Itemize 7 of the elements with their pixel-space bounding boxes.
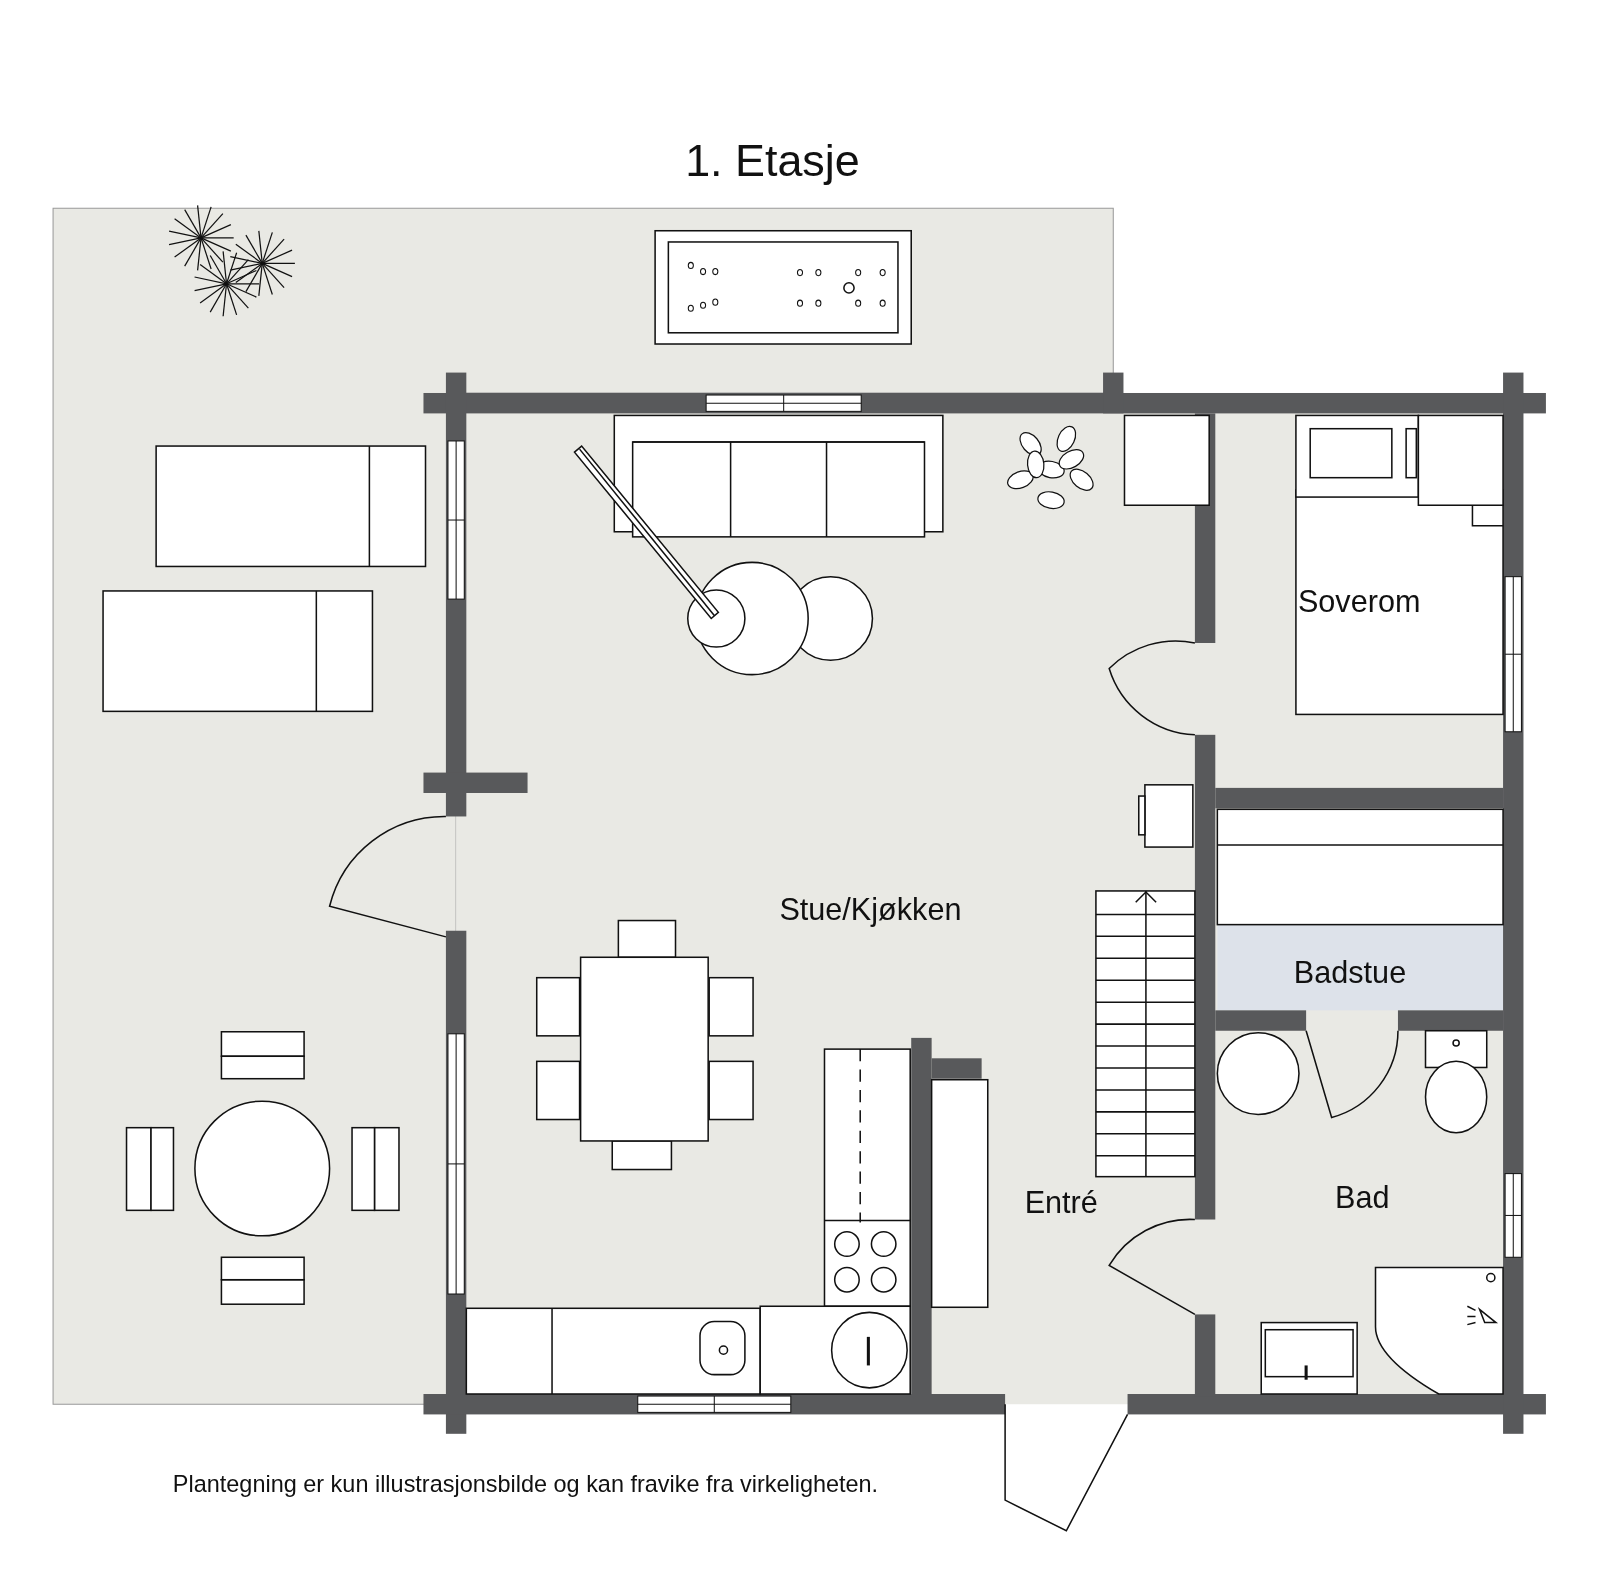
title: 1. Etasje — [685, 138, 860, 184]
room-label: Badstue — [1293, 957, 1407, 988]
room-label: Soverom — [1297, 585, 1421, 617]
room-label: Bad — [1335, 1181, 1390, 1213]
caption: Plantegning er kun illustrasjonsbilde og kan fravike fra virkeligheten. — [172, 1473, 879, 1497]
room-label: Stue/Kjøkken — [779, 893, 962, 925]
room-label: Entré — [1024, 1186, 1098, 1218]
